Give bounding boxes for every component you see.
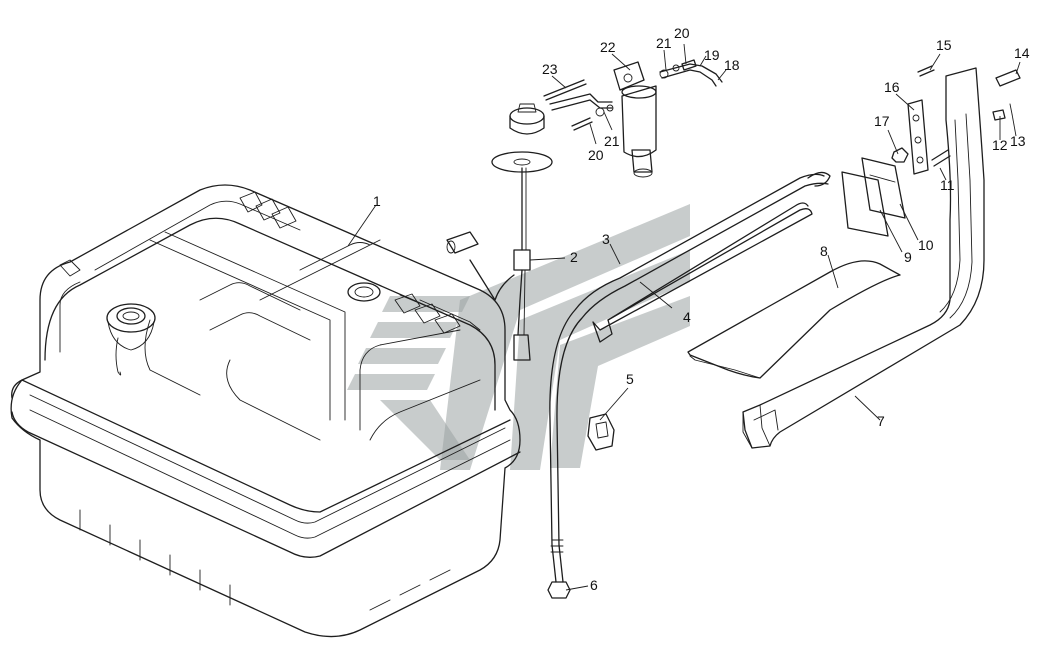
- callout-3: 3: [602, 231, 610, 247]
- callout-12: 12: [992, 137, 1008, 153]
- pipe-clip: [587, 413, 615, 451]
- callout-10: 10: [918, 237, 934, 253]
- bolt-set: [891, 65, 1021, 175]
- fuel-pipe: [549, 171, 831, 583]
- callout-14: 14: [1014, 45, 1030, 61]
- callout-8: 8: [820, 243, 828, 259]
- callout-11: 11: [940, 177, 955, 193]
- fuel-level-sender: [446, 103, 553, 361]
- return-pipe: [592, 202, 813, 343]
- watermark-logo: [347, 204, 690, 470]
- fuel-filter: [543, 59, 723, 178]
- callout-16: 16: [884, 79, 900, 95]
- callout-1: 1: [373, 193, 381, 209]
- callout-9: 9: [904, 249, 912, 265]
- callout-4: 4: [683, 309, 691, 325]
- callout-21-bottom: 21: [604, 133, 620, 149]
- callout-21-top: 21: [656, 35, 672, 51]
- rubber-pad: [687, 260, 901, 379]
- callout-18: 18: [724, 57, 740, 73]
- tank-strap: [742, 67, 985, 449]
- callout-19: 19: [704, 47, 720, 63]
- callout-20-top: 20: [674, 25, 690, 41]
- fuel-tank: [10, 184, 521, 638]
- callout-6: 6: [590, 577, 598, 593]
- callout-13: 13: [1010, 133, 1026, 149]
- callout-15: 15: [936, 37, 952, 53]
- callout-2: 2: [570, 249, 578, 265]
- spacer-plates: [841, 157, 906, 237]
- callout-20-bottom: 20: [588, 147, 604, 163]
- callout-23: 23: [542, 61, 558, 77]
- callout-5: 5: [626, 371, 634, 387]
- callout-7: 7: [877, 413, 885, 429]
- callout-labels: 1 2 3 4 5 6 7 8 9 10 11 12 13 14 15 16 1…: [373, 25, 1030, 593]
- drain-nut: [547, 581, 571, 599]
- callout-17: 17: [874, 113, 890, 129]
- leader-lines: [347, 43, 1021, 591]
- callout-22: 22: [600, 39, 616, 55]
